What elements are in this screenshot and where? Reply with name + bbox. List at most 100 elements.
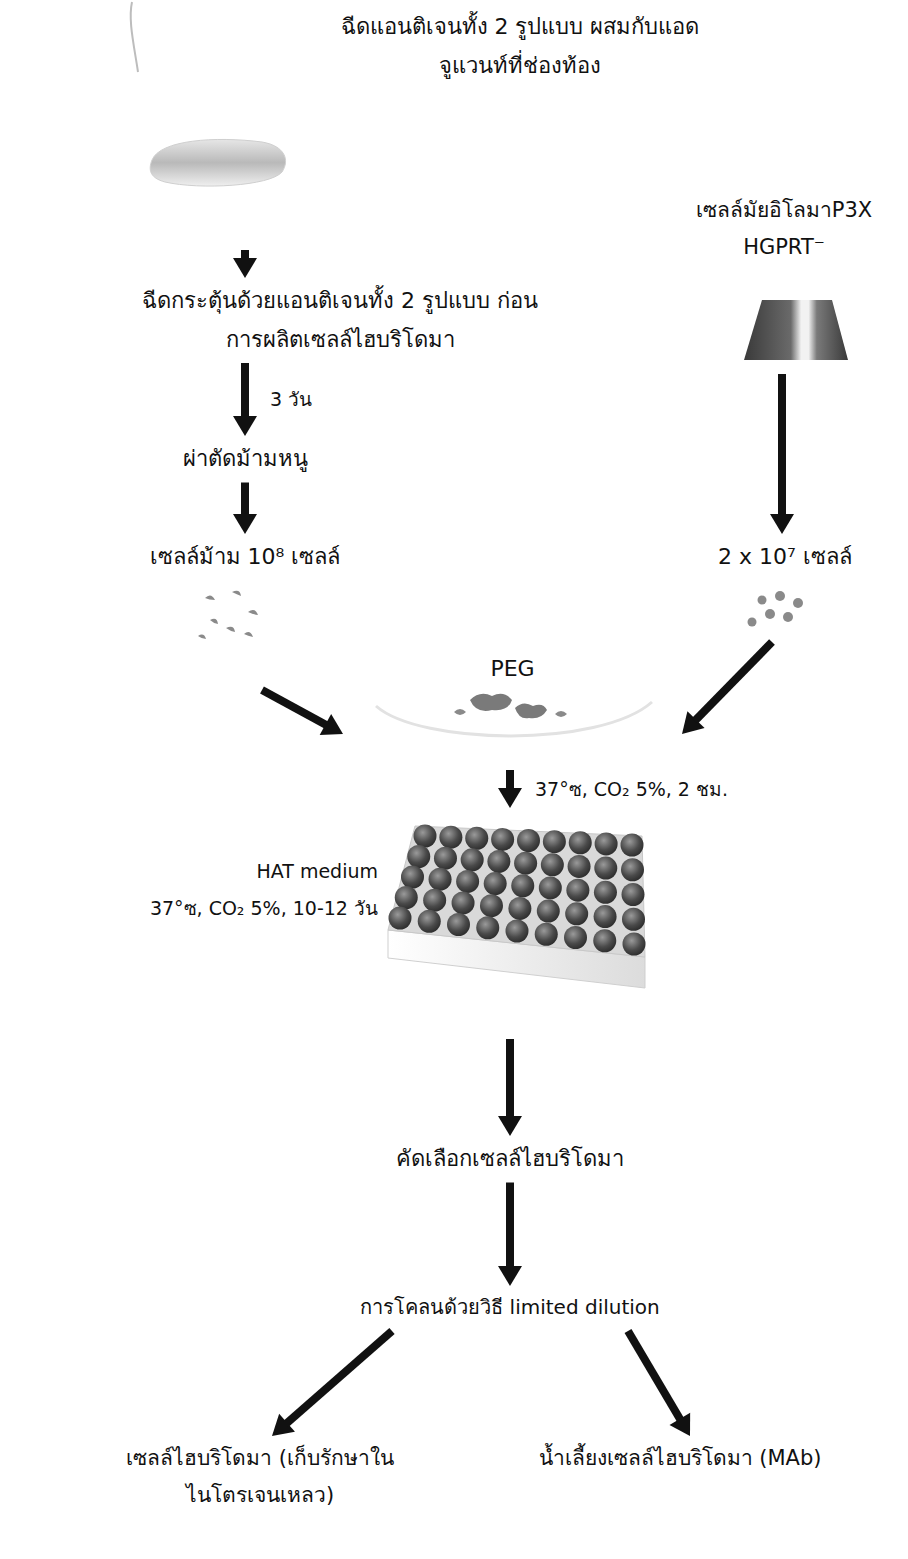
flow-step: คัดเลือกเซลล์ไฮบริโดมา bbox=[290, 1140, 730, 1179]
well bbox=[480, 894, 503, 917]
culture-flask bbox=[744, 300, 848, 360]
flow-arrow bbox=[272, 1331, 392, 1436]
arrow-head bbox=[498, 1266, 522, 1286]
well bbox=[517, 829, 540, 852]
arrow-shaft bbox=[286, 1331, 392, 1424]
arrow-shaft bbox=[506, 1039, 514, 1118]
flow-arrow bbox=[233, 363, 257, 436]
well bbox=[511, 874, 534, 897]
step-text: HAT medium bbox=[10, 852, 378, 892]
arrow-head bbox=[233, 514, 257, 534]
well bbox=[537, 900, 560, 923]
well bbox=[621, 834, 644, 857]
well bbox=[456, 870, 479, 893]
well bbox=[395, 886, 418, 909]
arrow-shaft bbox=[628, 1331, 681, 1421]
well bbox=[622, 908, 645, 931]
flow-step: HAT medium37°ซ, CO₂ 5%, 10-12 วัน bbox=[10, 812, 660, 1037]
well bbox=[414, 825, 437, 848]
flow-arrow bbox=[233, 250, 257, 278]
flow-arrow bbox=[628, 1331, 690, 1436]
well bbox=[514, 852, 537, 875]
flow-step: เซลล์มัยอิโลมาP3X HGPRT⁻ bbox=[666, 192, 902, 370]
well bbox=[543, 830, 566, 853]
step-text: PEG bbox=[345, 650, 680, 689]
arrow-head bbox=[770, 514, 794, 534]
flow-arrow bbox=[770, 374, 794, 534]
well bbox=[476, 916, 499, 939]
flow-step: PEG bbox=[345, 650, 680, 768]
step-text: 2 x 10⁷ เซลล์ bbox=[680, 538, 890, 577]
flow-step: เซลล์ไฮบริโดมา (เก็บรักษาในไนโตรเจนเหลว) bbox=[100, 1440, 420, 1514]
arrow-shaft bbox=[262, 690, 327, 725]
flow-arrow bbox=[233, 483, 257, 535]
well bbox=[452, 891, 475, 914]
well bbox=[595, 832, 618, 855]
step-text: ผ่าตัดม้ามหนู bbox=[140, 440, 350, 479]
step-text: คัดเลือกเซลล์ไฮบริโดมา bbox=[290, 1140, 730, 1179]
well bbox=[484, 872, 507, 895]
96-well-plate bbox=[388, 825, 646, 989]
flow-step: ฉีดแอนติเจนทั้ง 2 รูปแบบ ผสมกับแอดจูแวนท… bbox=[120, 8, 700, 248]
well bbox=[506, 920, 529, 943]
arrow-head bbox=[498, 1116, 522, 1136]
well bbox=[621, 858, 644, 881]
edge-label: 3 วัน bbox=[267, 387, 315, 412]
step-text: ฉีดกระตุ้นด้วยแอนติเจนทั้ง 2 รูปแบบ ก่อน… bbox=[130, 282, 550, 359]
flow-step: ฉีดกระตุ้นด้วยแอนติเจนทั้ง 2 รูปแบบ ก่อน… bbox=[130, 282, 550, 359]
flow-step: น้ำเลี้ยงเซลล์ไฮบริโดมา (MAb) bbox=[490, 1440, 870, 1477]
flow-arrow bbox=[498, 1183, 522, 1287]
fused-cells bbox=[376, 694, 652, 736]
arrow-shaft bbox=[506, 770, 514, 790]
mouse-illustration bbox=[131, 2, 286, 186]
flow-arrow bbox=[262, 690, 343, 735]
arrow-shaft bbox=[778, 374, 786, 516]
well bbox=[491, 828, 514, 851]
flow-step: 2 x 10⁷ เซลล์ bbox=[680, 538, 890, 638]
well bbox=[407, 845, 430, 868]
arrow-head bbox=[233, 416, 257, 436]
flow-arrow bbox=[682, 642, 772, 734]
arrow-shaft bbox=[241, 483, 249, 517]
well bbox=[461, 848, 484, 871]
step-text: เซลล์ไฮบริโดมา (เก็บรักษาในไนโตรเจนเหลว) bbox=[100, 1440, 420, 1514]
well bbox=[565, 902, 588, 925]
edge-label: 37°ซ, CO₂ 5%, 2 ชม. bbox=[532, 777, 731, 802]
well bbox=[593, 929, 616, 952]
well bbox=[594, 881, 617, 904]
flow-arrow bbox=[498, 1039, 522, 1136]
well bbox=[566, 879, 589, 902]
well bbox=[508, 897, 531, 920]
well bbox=[389, 907, 412, 930]
flow-step: ผ่าตัดม้ามหนู bbox=[140, 440, 350, 479]
flow-arrow bbox=[498, 770, 522, 808]
well bbox=[401, 866, 424, 889]
well bbox=[434, 847, 457, 870]
step-text: เซลล์มัยอิโลมาP3X HGPRT⁻ bbox=[666, 192, 902, 266]
text-column: HAT medium37°ซ, CO₂ 5%, 10-12 วัน bbox=[10, 852, 378, 925]
step-text: น้ำเลี้ยงเซลล์ไฮบริโดมา (MAb) bbox=[490, 1440, 870, 1477]
step-text: 37°ซ, CO₂ 5%, 10-12 วัน bbox=[10, 892, 378, 925]
well bbox=[535, 923, 558, 946]
well bbox=[439, 826, 462, 849]
well bbox=[487, 850, 510, 873]
well bbox=[418, 910, 441, 933]
well bbox=[423, 889, 446, 912]
well bbox=[564, 926, 587, 949]
arrow-head bbox=[233, 258, 257, 278]
well bbox=[569, 831, 592, 854]
spleen-cells bbox=[198, 591, 258, 639]
well bbox=[447, 913, 470, 936]
arrow-shaft bbox=[506, 1183, 514, 1269]
arrow-head bbox=[498, 788, 522, 808]
myeloma-cells bbox=[748, 591, 804, 627]
step-text: เซลล์ม้าม 10⁸ เซลล์ bbox=[110, 538, 380, 577]
well bbox=[541, 853, 564, 876]
arrow-shaft bbox=[695, 642, 772, 721]
well bbox=[568, 855, 591, 878]
step-text: การโคลนด้วยวิธี limited dilution bbox=[240, 1290, 780, 1325]
well bbox=[623, 933, 646, 956]
well bbox=[429, 868, 452, 891]
text-column: ฉีดแอนติเจนทั้ง 2 รูปแบบ ผสมกับแอดจูแวนท… bbox=[340, 8, 700, 85]
